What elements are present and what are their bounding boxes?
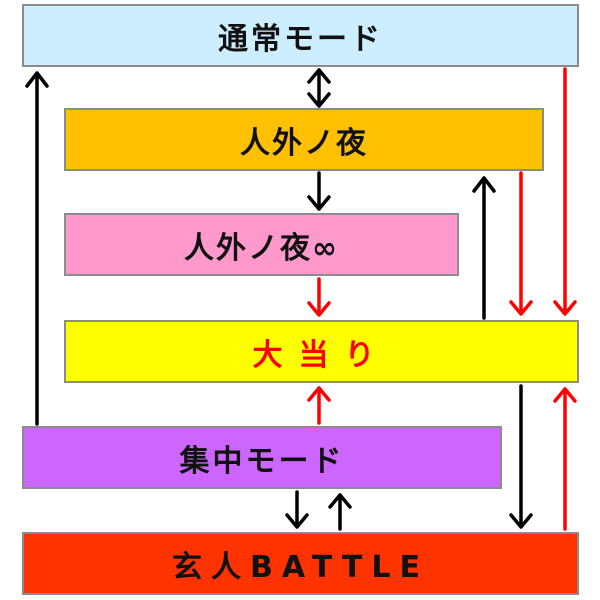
arrow-focus-to-normal xyxy=(25,71,49,426)
arrow-focus-to-jackpot xyxy=(307,386,331,425)
state-jingai-night: 人外ノ夜 xyxy=(64,108,544,171)
state-focus-mode-label: 集中モード xyxy=(179,443,345,479)
state-normal-mode: 通常モード xyxy=(22,4,579,67)
arrow-focus-to-battle xyxy=(285,490,309,529)
state-genjin-battle: 玄人BATTLE xyxy=(22,532,579,595)
arrow-jackpot-to-night xyxy=(472,176,496,320)
arrow-night-to-jackpot xyxy=(509,171,533,316)
state-jingai-night-infinity-label: 人外ノ夜∞ xyxy=(184,230,339,266)
state-jackpot-label: 大当り xyxy=(252,337,391,373)
state-normal-mode-label: 通常モード xyxy=(218,21,383,57)
arrow-night-infinity-to-jackpot xyxy=(307,277,331,317)
arrow-battle-to-focus xyxy=(328,493,352,531)
state-jackpot: 大当り xyxy=(64,320,579,383)
state-genjin-battle-label: 玄人BATTLE xyxy=(172,549,429,585)
arrow-normal-to-jackpot xyxy=(553,67,577,316)
state-jingai-night-label: 人外ノ夜 xyxy=(240,125,368,161)
arrow-night-to-night-infinity xyxy=(307,171,331,211)
state-focus-mode: 集中モード xyxy=(22,426,502,489)
state-jingai-night-infinity: 人外ノ夜∞ xyxy=(64,213,459,276)
arrow-battle-to-jackpot xyxy=(553,387,577,531)
arrow-normal-night-bidirectional xyxy=(307,68,331,108)
arrow-jackpot-to-battle xyxy=(509,384,533,529)
